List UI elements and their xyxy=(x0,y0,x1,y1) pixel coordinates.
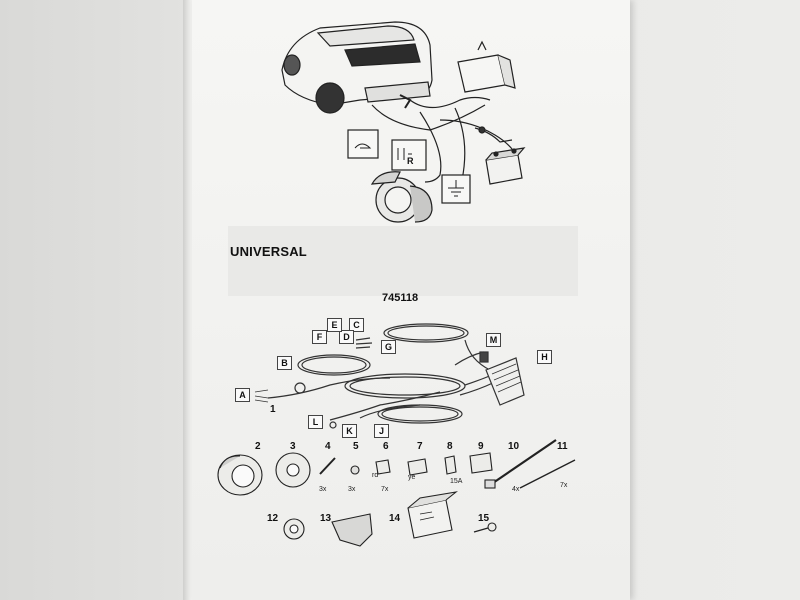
label-f: F xyxy=(312,330,327,344)
part-number-7: 7 xyxy=(417,441,423,452)
part-number-4: 4 xyxy=(325,441,331,452)
qty-4: 3x xyxy=(319,486,327,493)
part-number-2: 2 xyxy=(255,441,261,452)
part-6-clip xyxy=(375,459,391,475)
kit-code: 745118 xyxy=(382,292,419,304)
label-l: L xyxy=(308,415,323,429)
coil-b xyxy=(297,354,371,376)
car-bumper xyxy=(364,81,431,103)
relay-label: R xyxy=(407,156,414,166)
part-13-terminals xyxy=(331,513,373,547)
label-b: B xyxy=(277,356,292,370)
coil-main xyxy=(344,373,466,399)
part-10-tie xyxy=(489,439,557,486)
wire-fan-def xyxy=(355,337,373,349)
part-9-pad xyxy=(469,452,493,474)
label-m: M xyxy=(486,333,501,347)
part-number-5: 5 xyxy=(353,441,359,452)
coil-c xyxy=(383,323,469,343)
label-g: G xyxy=(381,340,396,354)
wire-to-k xyxy=(359,404,421,419)
connector-h xyxy=(485,357,525,406)
part-15-eyelet xyxy=(473,527,489,533)
car-roof-window xyxy=(316,25,415,47)
label-e: E xyxy=(327,318,342,332)
label-k: K xyxy=(342,424,357,438)
part-number-6: 6 xyxy=(383,441,389,452)
part-number-9: 9 xyxy=(478,441,484,452)
module-bracket xyxy=(477,40,487,51)
part-8-fuse xyxy=(444,455,457,475)
part-number-10: 10 xyxy=(508,441,520,452)
socket-lid xyxy=(370,171,401,185)
harness-cable-3 xyxy=(419,111,442,183)
harness-cable-5 xyxy=(454,107,466,181)
harness-number: 1 xyxy=(270,404,276,415)
label-c: C xyxy=(349,318,364,332)
connector-m xyxy=(479,351,489,363)
note-8: 15A xyxy=(450,478,463,485)
universal-band xyxy=(228,226,578,296)
harness-cable-1 xyxy=(409,96,491,109)
part-4-screw xyxy=(319,457,336,475)
car-front-wheel xyxy=(283,54,301,76)
part-number-8: 8 xyxy=(447,441,453,452)
wire-ends-a xyxy=(254,389,269,403)
note-7: ye xyxy=(408,474,416,481)
note-6: rd xyxy=(372,472,379,479)
part-7-clip xyxy=(407,458,428,476)
ground-box xyxy=(441,174,471,204)
label-a: A xyxy=(235,388,250,402)
fuse-holder xyxy=(474,127,513,143)
label-j: J xyxy=(374,424,389,438)
part-number-12: 12 xyxy=(267,513,279,524)
section-heading: UNIVERSAL xyxy=(230,244,307,259)
part-number-15: 15 xyxy=(478,513,490,524)
wire-to-l xyxy=(329,391,441,421)
label-h: H xyxy=(537,350,552,364)
qty-11: 7x xyxy=(560,482,568,489)
ground-icon xyxy=(448,180,464,197)
car-rear-wheel xyxy=(315,82,345,114)
label-d: D xyxy=(339,330,354,344)
battery xyxy=(485,154,523,185)
part-number-13: 13 xyxy=(320,513,332,524)
qty-10: 4x xyxy=(512,486,520,493)
wire-to-a xyxy=(267,377,391,399)
qty-6: 7x xyxy=(381,486,389,493)
part-number-14: 14 xyxy=(389,513,401,524)
tail-light-icon xyxy=(354,143,372,149)
part-5-nut xyxy=(350,465,360,475)
car-rear-window xyxy=(344,43,421,67)
part-11-tie xyxy=(519,459,576,489)
qty-5: 3x xyxy=(348,486,356,493)
part-number-11: 11 xyxy=(557,441,568,452)
part-number-3: 3 xyxy=(290,441,296,452)
